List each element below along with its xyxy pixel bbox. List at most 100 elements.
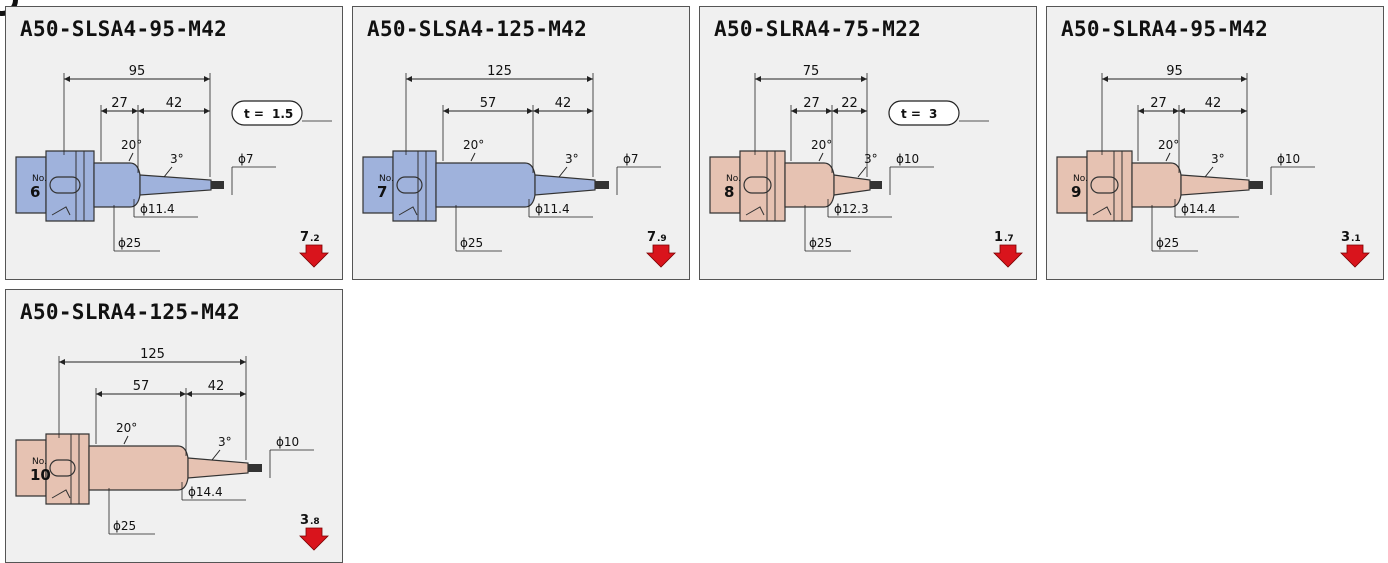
neck-length: 22 (841, 96, 858, 111)
leader-line (211, 449, 221, 461)
shank-diameter: ϕ25 (118, 236, 141, 250)
holder-number: 7 (377, 183, 387, 201)
leader-line (1165, 152, 1171, 162)
arrowhead-icon (204, 108, 210, 114)
taper-angle: 3° (565, 152, 579, 166)
flange (45, 150, 95, 222)
chamfer-angle: 20° (116, 421, 137, 435)
arrowhead-icon (64, 76, 70, 82)
arrowhead-icon (791, 108, 797, 114)
shank-diameter: ϕ25 (809, 236, 832, 250)
weight-value: 1 (994, 230, 1003, 245)
keyway-slot (49, 176, 81, 194)
notch (398, 206, 418, 216)
shank-length: 27 (111, 96, 128, 111)
chamfer-angle: 20° (811, 138, 832, 152)
keyway-slot (743, 176, 772, 194)
holder-title: A50-SLRA4-125-M42 (20, 300, 241, 324)
down-arrow-icon (299, 244, 329, 268)
number-label: No. (32, 174, 47, 184)
neck-diameter: ϕ14.4 (188, 485, 223, 499)
shank-diameter: ϕ25 (1156, 236, 1179, 250)
arrowhead-icon (587, 76, 593, 82)
notch (51, 489, 71, 499)
overall-length: 95 (1166, 64, 1183, 79)
number-label: No. (1073, 174, 1088, 184)
taper-angle: 3° (170, 152, 184, 166)
holder-title: A50-SLSA4-125-M42 (367, 17, 588, 41)
chamfer-angle: 20° (463, 138, 484, 152)
number-label: No. (32, 457, 47, 467)
arrowhead-icon (861, 76, 867, 82)
keyway-slot (396, 176, 423, 194)
tapered-neck (187, 457, 249, 479)
taper-angle: 3° (864, 152, 878, 166)
arrowhead-icon (587, 108, 593, 114)
neck-diameter: ϕ11.4 (535, 202, 570, 216)
shank-length: 57 (480, 96, 497, 111)
holder-number: 8 (724, 183, 734, 201)
arrowhead-icon (1138, 108, 1144, 114)
flange (1086, 150, 1133, 222)
leader-line (857, 166, 867, 178)
overall-length: 75 (803, 64, 820, 79)
leader-line (123, 435, 129, 445)
tapered-neck (1180, 174, 1250, 196)
tool-tip (211, 181, 224, 189)
keyway-slot (49, 459, 76, 477)
arrowhead-icon (1179, 108, 1185, 114)
notch (1092, 206, 1112, 216)
down-arrow-icon (993, 244, 1023, 268)
arrowhead-icon (1173, 108, 1179, 114)
flange (392, 150, 437, 222)
body-cylinder (784, 162, 835, 208)
holder-number: 9 (1071, 183, 1081, 201)
keyway-slot (1090, 176, 1119, 194)
weight-value: 7 (647, 230, 656, 245)
arrowhead-icon (527, 108, 533, 114)
arrowhead-icon (96, 391, 102, 397)
arrowhead-icon (186, 391, 192, 397)
arrowhead-icon (132, 108, 138, 114)
notch (51, 206, 71, 216)
tip-diameter: ϕ7 (623, 152, 639, 166)
flange (45, 433, 90, 505)
leader-line (470, 152, 476, 162)
body-cylinder (435, 162, 536, 208)
tip-diameter: ϕ10 (276, 435, 299, 449)
arrowhead-icon (533, 108, 539, 114)
tool-tip (1249, 181, 1263, 189)
thickness-label: t = (244, 107, 264, 121)
arrowhead-icon (861, 108, 867, 114)
down-arrow-icon (646, 244, 676, 268)
holder-title: A50-SLRA4-95-M42 (1061, 17, 1269, 41)
tool-tip (595, 181, 609, 189)
flange (739, 150, 786, 222)
arrowhead-icon (832, 108, 838, 114)
shank-length: 57 (133, 379, 150, 394)
body-cylinder (93, 162, 141, 208)
weight-decimal: .7 (1004, 234, 1014, 244)
tapered-neck (534, 174, 596, 196)
thickness-value: 3 (929, 107, 937, 121)
tool-tip (248, 464, 262, 472)
shank-length: 27 (1150, 96, 1167, 111)
neck-length: 42 (555, 96, 572, 111)
tip-diameter: ϕ10 (896, 152, 919, 166)
thickness-callout (231, 100, 303, 126)
arrowhead-icon (1241, 108, 1247, 114)
holder-title: A50-SLRA4-75-M22 (714, 17, 922, 41)
shank-diameter: ϕ25 (113, 519, 136, 533)
neck-length: 42 (166, 96, 183, 111)
weight-value: 3 (1341, 230, 1350, 245)
weight-decimal: .2 (310, 234, 320, 244)
arrowhead-icon (240, 359, 246, 365)
neck-length: 42 (1205, 96, 1222, 111)
leader-line (558, 166, 568, 178)
tapered-neck (139, 174, 212, 196)
arrowhead-icon (443, 108, 449, 114)
